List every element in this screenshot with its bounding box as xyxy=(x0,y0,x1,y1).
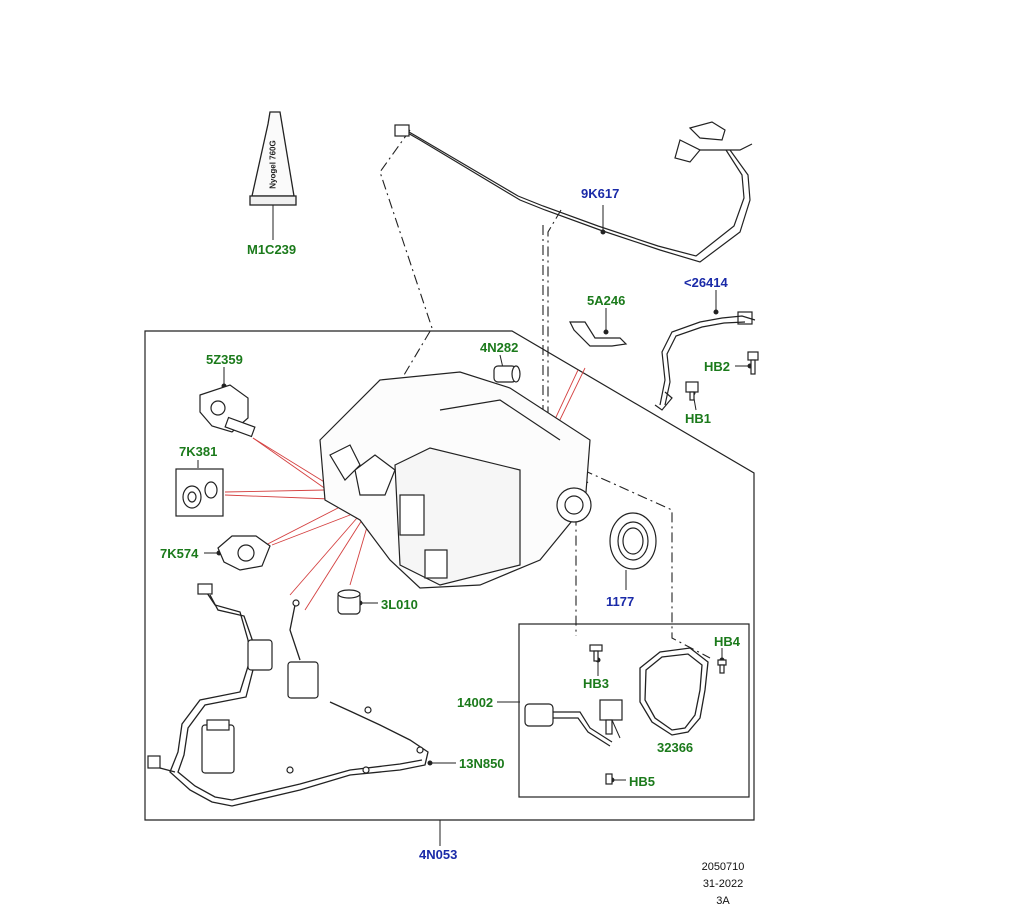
sensor-5z359 xyxy=(199,384,256,438)
bush-3l010 xyxy=(337,589,361,615)
reference-number: 2050710 xyxy=(701,861,745,873)
harness-26414 xyxy=(654,311,756,411)
assembly-boundary xyxy=(144,330,755,821)
label-13n850: 13N850 xyxy=(459,756,505,771)
pipe-assembly xyxy=(394,121,753,263)
bush-4n282 xyxy=(493,365,521,383)
bolts-small xyxy=(589,644,727,785)
grease-tube xyxy=(249,111,297,240)
label-4n282: 4N282 xyxy=(480,340,519,355)
label-32366: 32366 xyxy=(657,740,694,755)
label-9k617: 9K617 xyxy=(581,186,620,201)
seal-1177 xyxy=(609,512,657,570)
solenoid-7k574 xyxy=(217,535,271,571)
bolt-hb2 xyxy=(747,351,759,375)
label-1177: 1177 xyxy=(606,594,635,609)
label-hb3: HB3 xyxy=(583,676,610,691)
label-hb1: HB1 xyxy=(685,411,712,426)
gasket-32366 xyxy=(639,647,709,736)
label-hb4: HB4 xyxy=(714,634,741,649)
motor-gearbox xyxy=(319,371,592,589)
sheet-code: 3A xyxy=(716,895,730,907)
label-5a246: 5A246 xyxy=(587,293,626,308)
label-7k574: 7K574 xyxy=(160,546,199,561)
harness-14002 xyxy=(524,699,623,747)
label-hb2: HB2 xyxy=(704,359,731,374)
label-m1c239: M1C239 xyxy=(247,242,297,257)
seal-7k381 xyxy=(182,481,218,509)
label-hb5: HB5 xyxy=(629,774,656,789)
label-14002: 14002 xyxy=(457,695,494,710)
label-7k381: 7K381 xyxy=(179,444,218,459)
bolt-hb1 xyxy=(685,381,699,401)
harness-connectors xyxy=(147,583,424,774)
date-code: 31-2022 xyxy=(702,878,744,890)
label-5z359: 5Z359 xyxy=(206,352,243,367)
label-4n053: 4N053 xyxy=(419,847,458,862)
red-leaders xyxy=(224,367,586,611)
harness-13n850 xyxy=(147,589,429,807)
label-26414: <26414 xyxy=(684,275,728,290)
tube-text: Nyogel 760G xyxy=(268,140,278,189)
label-3l010: 3L010 xyxy=(381,597,418,612)
subkit-boundary xyxy=(518,623,750,798)
bracket-5a246 xyxy=(569,321,628,347)
